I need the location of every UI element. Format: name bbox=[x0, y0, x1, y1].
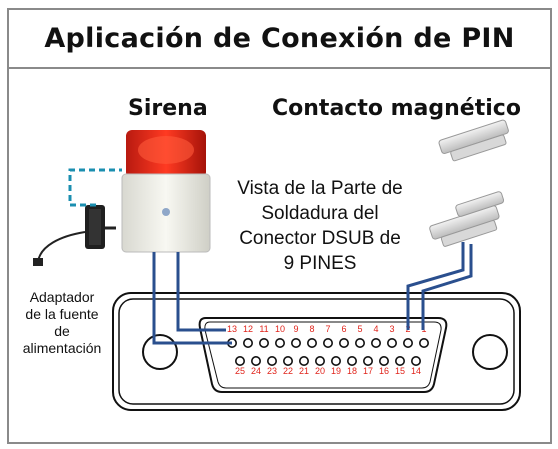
top-pin-label-8: 8 bbox=[309, 324, 314, 334]
siren-wire-2 bbox=[176, 252, 226, 332]
magnetic-contact-icon bbox=[429, 119, 509, 247]
bottom-pin-label-25: 25 bbox=[235, 366, 245, 376]
dsub-connector-icon bbox=[112, 292, 521, 411]
top-pin-3 bbox=[386, 337, 397, 348]
top-pin-label-4: 4 bbox=[373, 324, 378, 334]
bottom-pin-14 bbox=[410, 355, 421, 366]
top-pin-label-6: 6 bbox=[341, 324, 346, 334]
bottom-pin-label-19: 19 bbox=[331, 366, 341, 376]
siren-icon bbox=[121, 130, 211, 253]
top-pin-label-13: 13 bbox=[227, 324, 237, 334]
siren-label: Sirena bbox=[128, 96, 208, 121]
bottom-pin-15 bbox=[394, 355, 405, 366]
top-pin-6 bbox=[338, 337, 349, 348]
top-pin-11 bbox=[258, 337, 269, 348]
power-wire-dashed bbox=[68, 168, 122, 207]
solder-view-line-3: Conector DSUB de bbox=[239, 228, 401, 249]
title-bar: Aplicación de Conexión de PIN bbox=[9, 10, 550, 69]
top-pin-7 bbox=[322, 337, 333, 348]
bottom-pin-label-18: 18 bbox=[347, 366, 357, 376]
top-pin-12 bbox=[243, 337, 254, 348]
top-pin-label-12: 12 bbox=[243, 324, 253, 334]
top-pin-label-9: 9 bbox=[293, 324, 298, 334]
top-pin-8 bbox=[306, 337, 317, 348]
bottom-pin-label-21: 21 bbox=[299, 366, 309, 376]
siren-wire-1 bbox=[152, 252, 232, 345]
bottom-pin-label-23: 23 bbox=[267, 366, 277, 376]
top-pin-10 bbox=[274, 337, 285, 348]
top-pin-2 bbox=[402, 337, 413, 348]
bottom-pin-19 bbox=[330, 355, 341, 366]
top-pin-1 bbox=[418, 337, 429, 348]
top-pin-label-7: 7 bbox=[325, 324, 330, 334]
bottom-pin-18 bbox=[346, 355, 357, 366]
magnetic-wire-2 bbox=[421, 244, 473, 330]
top-pin-label-11: 11 bbox=[259, 324, 268, 334]
solder-view-line-2: Soldadura del bbox=[261, 203, 379, 224]
top-pin-9 bbox=[290, 337, 301, 348]
top-pin-label-3: 3 bbox=[389, 324, 394, 334]
bottom-pin-label-15: 15 bbox=[395, 366, 405, 376]
bottom-pin-label-16: 16 bbox=[379, 366, 389, 376]
top-pin-label-10: 10 bbox=[275, 324, 285, 334]
page-title: Aplicación de Conexión de PIN bbox=[44, 23, 515, 54]
bottom-pin-25 bbox=[235, 355, 246, 366]
bottom-pin-label-22: 22 bbox=[283, 366, 293, 376]
bottom-pin-21 bbox=[298, 355, 309, 366]
bottom-pin-23 bbox=[266, 355, 277, 366]
top-pin-5 bbox=[354, 337, 365, 348]
bottom-pin-20 bbox=[314, 355, 325, 366]
bottom-pin-24 bbox=[251, 355, 262, 366]
solder-view-line-1: Vista de la Parte de bbox=[237, 178, 403, 199]
bottom-pin-label-14: 14 bbox=[411, 366, 421, 376]
bottom-pin-22 bbox=[282, 355, 293, 366]
solder-view-caption: Vista de la Parte de Soldadura del Conec… bbox=[220, 176, 420, 276]
bottom-pin-17 bbox=[362, 355, 373, 366]
bottom-pin-label-24: 24 bbox=[251, 366, 261, 376]
adapter-line-1: Adaptador bbox=[29, 289, 95, 305]
solder-view-line-4: 9 PINES bbox=[283, 253, 357, 274]
pin-row-bottom: 25 24 23 22 21 20 19 18 17 16 15 14 bbox=[235, 355, 421, 376]
top-pin-label-5: 5 bbox=[357, 324, 362, 334]
adapter-line-2: de la fuente bbox=[25, 306, 99, 322]
power-adapter-icon bbox=[33, 205, 116, 266]
top-pin-4 bbox=[370, 337, 381, 348]
magnetic-contact-label: Contacto magnético bbox=[272, 96, 521, 121]
bottom-pin-label-17: 17 bbox=[363, 366, 373, 376]
adapter-line-3: de bbox=[54, 323, 70, 339]
bottom-pin-16 bbox=[378, 355, 389, 366]
adapter-caption: Adaptador de la fuente de alimentación bbox=[14, 289, 110, 357]
adapter-line-4: alimentación bbox=[22, 340, 102, 356]
magnetic-wire-1 bbox=[406, 242, 465, 330]
bottom-pin-label-20: 20 bbox=[315, 366, 325, 376]
